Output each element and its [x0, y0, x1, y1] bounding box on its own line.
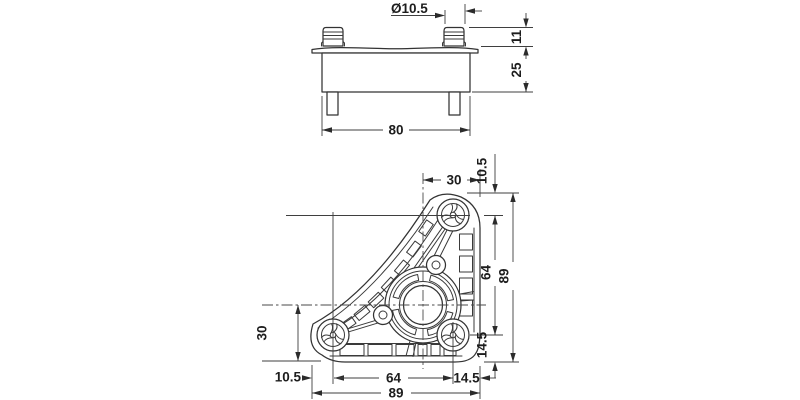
- dim-right-chain: 10.5 64 14.5 89: [475, 154, 516, 378]
- dim-overall-height: 89: [496, 268, 511, 283]
- leg-right: [448, 91, 461, 116]
- dim-left-edge-to-boss: 10.5: [275, 370, 302, 385]
- dim-boss-to-boss-horizontal: 64: [386, 371, 402, 386]
- ring-boss-upper: [425, 254, 447, 276]
- dim-stud-diameter: Ø10.5: [391, 1, 428, 16]
- dim-boss-to-bottom-right: 14.5: [475, 331, 490, 358]
- dim-center-to-right: 30: [446, 173, 461, 188]
- flange-plate: [311, 46, 479, 54]
- dim-boss-to-right-edge: 14.5: [453, 371, 480, 386]
- dim-base-width: 80: [388, 123, 403, 138]
- centerlines: [262, 173, 503, 384]
- dim-top-edge-to-boss: 10.5: [475, 157, 490, 184]
- dim-overall-width: 89: [388, 386, 403, 400]
- dim-boss-to-boss-vertical: 64: [478, 265, 493, 281]
- dim-height-chain: 11 25: [469, 13, 533, 93]
- leg-left: [326, 91, 339, 116]
- mounting-stud-right: [442, 26, 466, 47]
- dim-center-to-bottom-group: 30: [255, 305, 301, 361]
- dim-body-height: 25: [509, 62, 524, 78]
- dim-stud-diameter-group: Ø10.5: [391, 1, 482, 24]
- plan-view: 30 10.5 64 14.5 89 30: [255, 154, 519, 400]
- body: [321, 52, 471, 93]
- dim-center-to-bottom: 30: [255, 325, 270, 340]
- ring-boss-left: [372, 304, 394, 326]
- dim-center-to-right-group: 30: [423, 173, 480, 188]
- dim-bottom-chain: 10.5 64 14.5 89: [275, 370, 496, 400]
- corner-boss-top: [436, 198, 470, 232]
- dim-base-width-group: 80: [321, 96, 471, 138]
- front-elevation-view: Ø10.5 11 25 80: [311, 1, 533, 138]
- dim-stud-height: 11: [509, 29, 524, 44]
- mounting-stud-left: [321, 26, 345, 47]
